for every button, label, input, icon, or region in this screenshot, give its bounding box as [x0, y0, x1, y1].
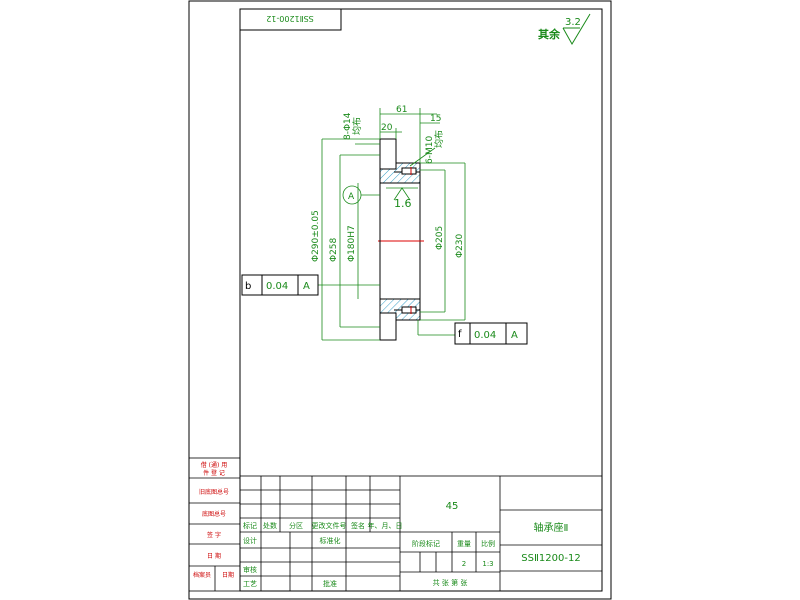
- part-name: 轴承座Ⅱ: [534, 521, 569, 534]
- svg-text:工艺: 工艺: [243, 580, 257, 588]
- svg-text:A: A: [511, 330, 518, 341]
- svg-text:重量: 重量: [457, 540, 471, 548]
- svg-text:签 字: 签 字: [207, 531, 221, 539]
- svg-text:审核: 审核: [243, 565, 257, 574]
- svg-text:b: b: [245, 281, 251, 292]
- svg-text:比例: 比例: [481, 539, 495, 548]
- dim-tap: 6-M10: [425, 136, 435, 164]
- svg-text:年、月、日: 年、月、日: [368, 521, 403, 530]
- svg-text:日 期: 日 期: [207, 552, 221, 560]
- dim-290: Φ290±0.05: [311, 210, 321, 262]
- svg-text:标记: 标记: [243, 521, 257, 530]
- part-code: SSⅡ1200-12: [521, 553, 580, 564]
- dim-20: 20: [381, 123, 393, 133]
- dim-258: Φ258: [329, 237, 339, 262]
- dim-holes: 8-Φ14: [343, 112, 353, 140]
- svg-text:旧底图总号: 旧底图总号: [199, 488, 229, 496]
- dim-180: Φ180H7: [347, 225, 357, 262]
- svg-text:共 张 第 张: 共 张 第 张: [433, 578, 468, 587]
- svg-text:0.04: 0.04: [266, 281, 288, 292]
- roughness-rest-value: 3.2: [565, 17, 581, 28]
- dim-230: Φ230: [455, 233, 465, 258]
- svg-text:2: 2: [462, 560, 466, 568]
- dimension-lines: [318, 108, 466, 341]
- side-block-texts: 借 (通) 用 件 登 记 旧底图总号 底图总号 签 字 日 期 档案员 日期: [193, 461, 234, 579]
- dim-61: 61: [396, 105, 407, 115]
- dimension-texts: 8-Φ14 均布 61 20 15 6-M10 均布 Φ290±0.05 Φ25…: [311, 105, 465, 262]
- dim-205: Φ205: [435, 226, 445, 250]
- svg-text:处数: 处数: [263, 521, 277, 530]
- svg-text:A: A: [303, 281, 310, 292]
- svg-text:底图总号: 底图总号: [202, 510, 226, 518]
- dim-15: 15: [430, 114, 441, 124]
- svg-text:件 登 记: 件 登 记: [203, 469, 225, 477]
- roughness-local-value: 1.6: [394, 197, 412, 210]
- code-box: [239, 8, 342, 31]
- svg-text:f: f: [458, 329, 462, 340]
- title-block-texts: 45 轴承座Ⅱ SSⅡ1200-12 标记 处数 分区 更改文件号 签名 年、月…: [243, 501, 581, 588]
- svg-text:档案员: 档案员: [193, 571, 211, 579]
- svg-text:批准: 批准: [323, 579, 337, 588]
- svg-text:标准化: 标准化: [320, 536, 341, 545]
- svg-text:分区: 分区: [289, 521, 303, 530]
- tolerance-frame-left: b 0.04 A: [241, 274, 319, 296]
- svg-text:签名: 签名: [351, 521, 365, 530]
- svg-text:设计: 设计: [243, 536, 257, 545]
- svg-text:0.04: 0.04: [474, 330, 496, 341]
- part-section: [378, 138, 424, 341]
- tolerance-frame-right: f 0.04 A: [454, 322, 528, 345]
- roughness-rest-label: 其余: [538, 27, 561, 41]
- svg-text:1:3: 1:3: [482, 560, 493, 568]
- outer-frame: [188, 0, 612, 600]
- dim-tap-note: 均布: [433, 130, 445, 148]
- material: 45: [446, 501, 459, 512]
- dim-holes-note: 均布: [351, 117, 363, 135]
- svg-text:日期: 日期: [222, 571, 234, 579]
- top-code-text: SSⅡ1200-12: [266, 14, 314, 23]
- title-block: [239, 475, 603, 592]
- svg-text:更改文件号: 更改文件号: [312, 521, 347, 530]
- datum-label: A: [348, 192, 355, 202]
- svg-text:阶段标记: 阶段标记: [412, 539, 440, 548]
- svg-text:借 (通) 用: 借 (通) 用: [201, 461, 228, 469]
- roughness-symbol-icon: [562, 13, 591, 45]
